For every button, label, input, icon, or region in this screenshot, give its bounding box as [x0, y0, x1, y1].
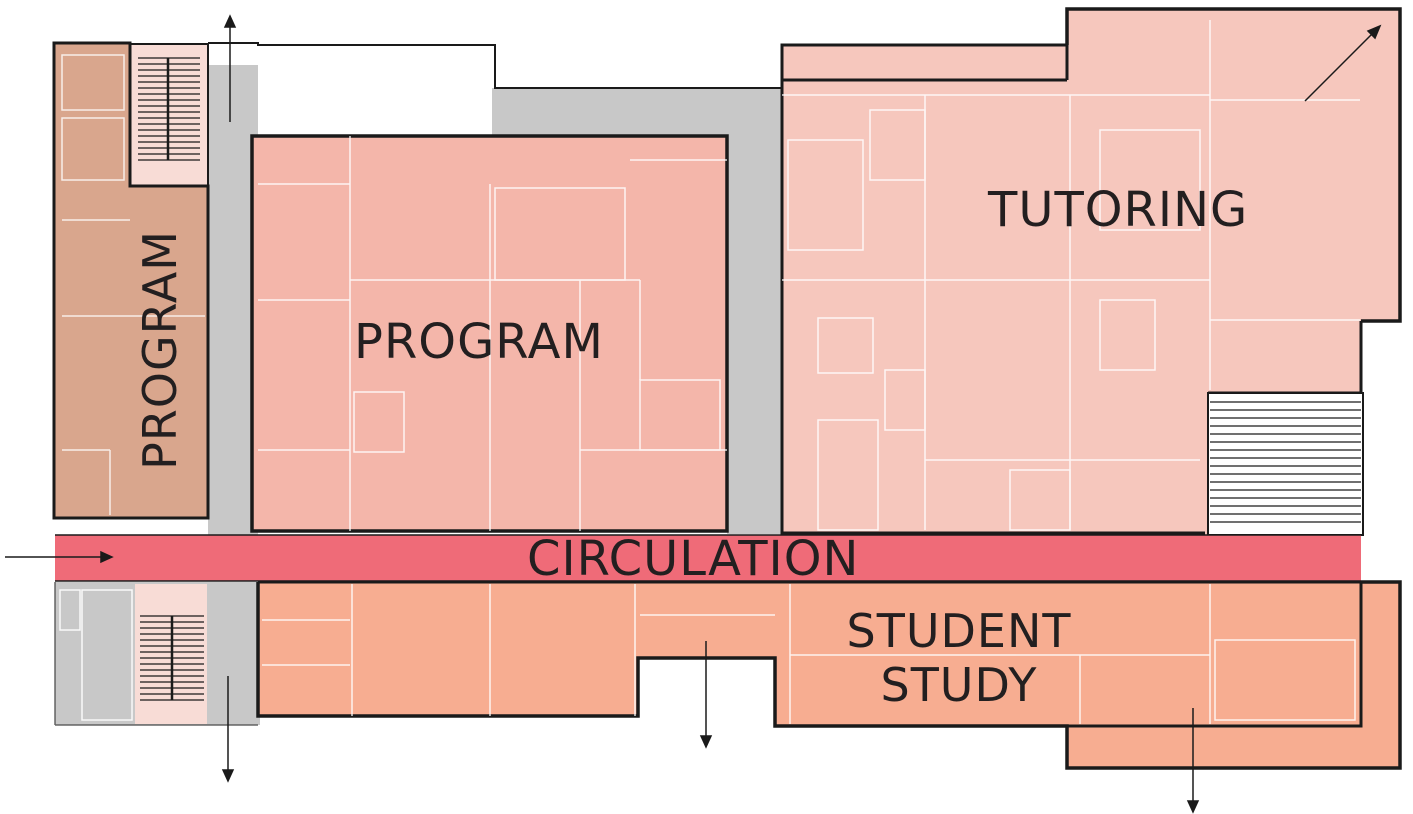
- label-student-study-line2: STUDY: [880, 658, 1038, 712]
- corridor-mid-vertical: [727, 136, 782, 534]
- arrow-top-right-exit: [1304, 24, 1382, 102]
- arrow-bottom-left-down: [221, 676, 235, 783]
- corridor-top-horizontal: [492, 88, 782, 136]
- label-student-study: STUDENT STUDY: [834, 604, 1084, 712]
- label-tutoring: TUTORING: [988, 182, 1249, 238]
- corridor-left-vertical: [208, 65, 258, 535]
- arrow-bottom-right-down: [1186, 708, 1200, 814]
- zone-student-study: [256, 580, 1402, 770]
- label-program-vertical: PROGRAM: [133, 230, 187, 470]
- label-program-center: PROGRAM: [354, 314, 604, 370]
- label-circulation: CIRCULATION: [527, 531, 860, 587]
- building-outline: [208, 42, 783, 89]
- circulation-band: [55, 534, 1361, 582]
- arrow-left-entry: [5, 550, 114, 564]
- zone-program-center: [250, 134, 729, 533]
- access-arrows: [5, 14, 1382, 814]
- stair-right: [1207, 392, 1364, 536]
- stair-bottom-left: [135, 584, 207, 724]
- arrow-bottom-center-down: [699, 641, 713, 749]
- arrow-top-left-up: [223, 14, 237, 122]
- label-student-study-line1: STUDENT: [846, 604, 1072, 658]
- stair-top-left: [129, 43, 209, 187]
- zone-program-vertical: [52, 41, 210, 520]
- left-wing-lower: [54, 582, 258, 726]
